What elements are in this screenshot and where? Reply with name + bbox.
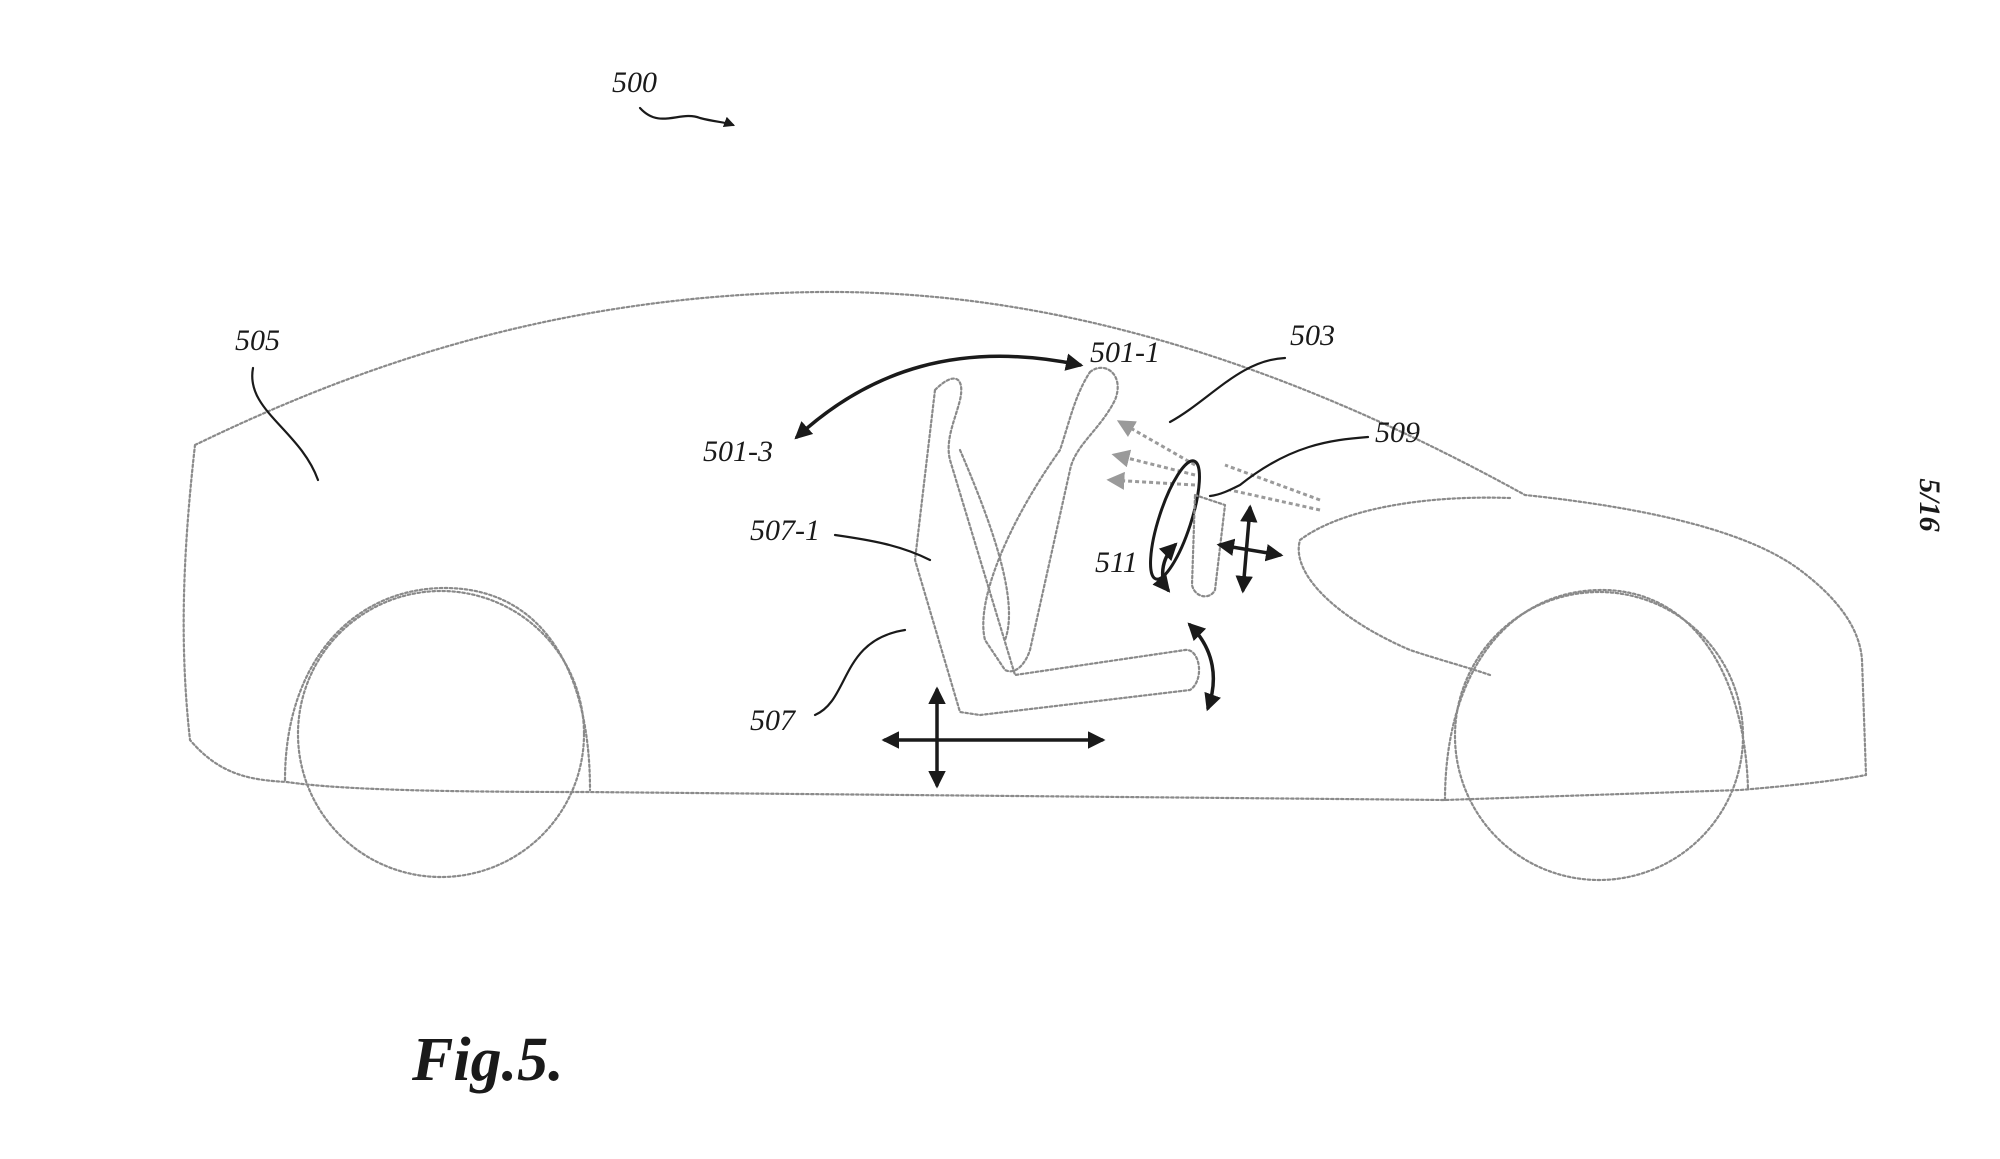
label-511: 511 <box>1095 546 1138 579</box>
light-beam-4 <box>1224 463 1321 502</box>
occupant-outline <box>982 366 1119 673</box>
column-horizontal-arrow <box>1216 538 1284 562</box>
figure-caption: Fig.5. <box>411 1026 564 1094</box>
lead-507-1 <box>833 533 932 562</box>
seat-outline <box>913 377 1201 717</box>
lead-503 <box>1168 356 1287 424</box>
lead-509 <box>1208 435 1370 498</box>
label-501-1: 501-1 <box>1090 336 1160 369</box>
lead-507 <box>813 628 907 717</box>
lead-505 <box>251 366 320 482</box>
light-beam-2 <box>1111 449 1196 477</box>
front-wheel-arch <box>1443 588 1750 802</box>
rear-wheel <box>296 589 586 879</box>
label-500: 500 <box>612 66 657 99</box>
label-503: 503 <box>1290 319 1335 352</box>
rear-wheel-arch <box>283 586 592 792</box>
sheet-number: 5/16 <box>1913 478 1946 531</box>
label-501-3: 501-3 <box>703 435 773 468</box>
wheel-rotation-arrow <box>1152 542 1178 593</box>
seat-rotation-arrow <box>794 353 1084 440</box>
label-505: 505 <box>235 324 280 357</box>
label-509: 509 <box>1375 416 1420 449</box>
front-wheel <box>1453 590 1745 882</box>
light-beam-5 <box>1229 488 1321 512</box>
vehicle-body-outline <box>182 290 1868 802</box>
dashboard-outline <box>1297 496 1512 677</box>
light-beam-1 <box>1116 420 1196 467</box>
steering-column <box>1190 493 1227 598</box>
pedal-rotation-arrow <box>1187 622 1221 712</box>
label-507-1: 507-1 <box>750 514 820 547</box>
occupant-arm <box>958 448 1011 642</box>
system-indicator-arrow <box>638 106 736 128</box>
light-beam-3 <box>1106 471 1196 490</box>
label-507: 507 <box>750 704 797 737</box>
steering-wheel <box>1149 459 1201 581</box>
column-vertical-arrow <box>1235 504 1258 594</box>
